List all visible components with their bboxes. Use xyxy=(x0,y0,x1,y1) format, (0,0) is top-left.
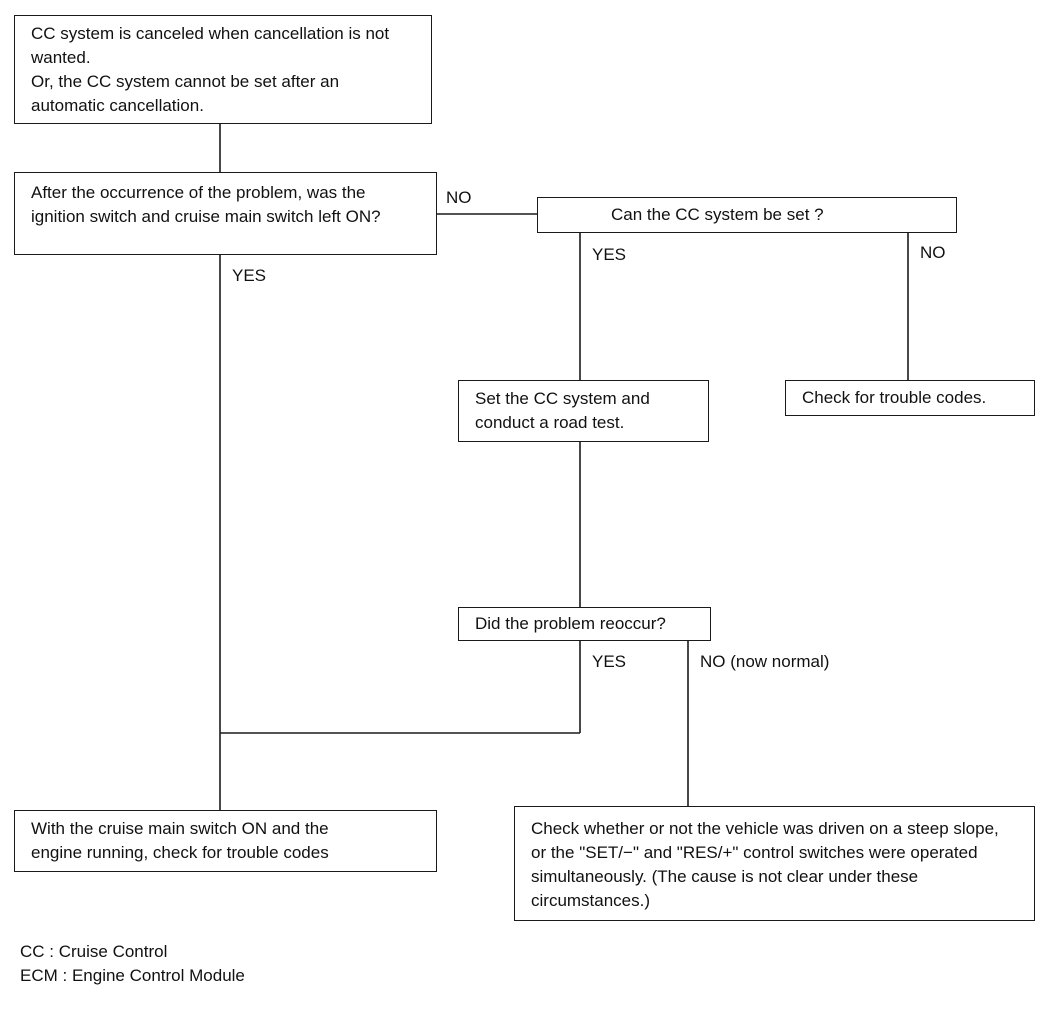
edge-label-no: NO xyxy=(446,188,472,207)
check-steep-slope-box: Check whether or not the vehicle was dri… xyxy=(514,806,1035,921)
edge-label-yes: YES xyxy=(232,266,267,285)
question-switch-left-on-box: After the occurrence of the problem, was… xyxy=(14,172,437,255)
question-can-set-box: Can the CC system be set ? xyxy=(537,197,957,233)
legend-ecm: ECM : Engine Control Module xyxy=(20,966,245,985)
check-main-switch-on-box: With the cruise main switch ON and the e… xyxy=(14,810,437,872)
edge-label-yes: YES xyxy=(592,652,627,671)
edge-label-yes: YES xyxy=(592,245,627,264)
legend-cc: CC : Cruise Control xyxy=(20,942,168,961)
check-trouble-codes-box: Check for trouble codes. xyxy=(785,380,1035,416)
set-and-road-test-box: Set the CC system and conduct a road tes… xyxy=(458,380,709,442)
edge-label-no-now-normal: NO (now normal) xyxy=(700,652,830,671)
edge-label-no: NO xyxy=(920,243,946,262)
question-problem-reoccur-box: Did the problem reoccur? xyxy=(458,607,711,641)
start-box: CC system is canceled when cancellation … xyxy=(14,15,432,124)
